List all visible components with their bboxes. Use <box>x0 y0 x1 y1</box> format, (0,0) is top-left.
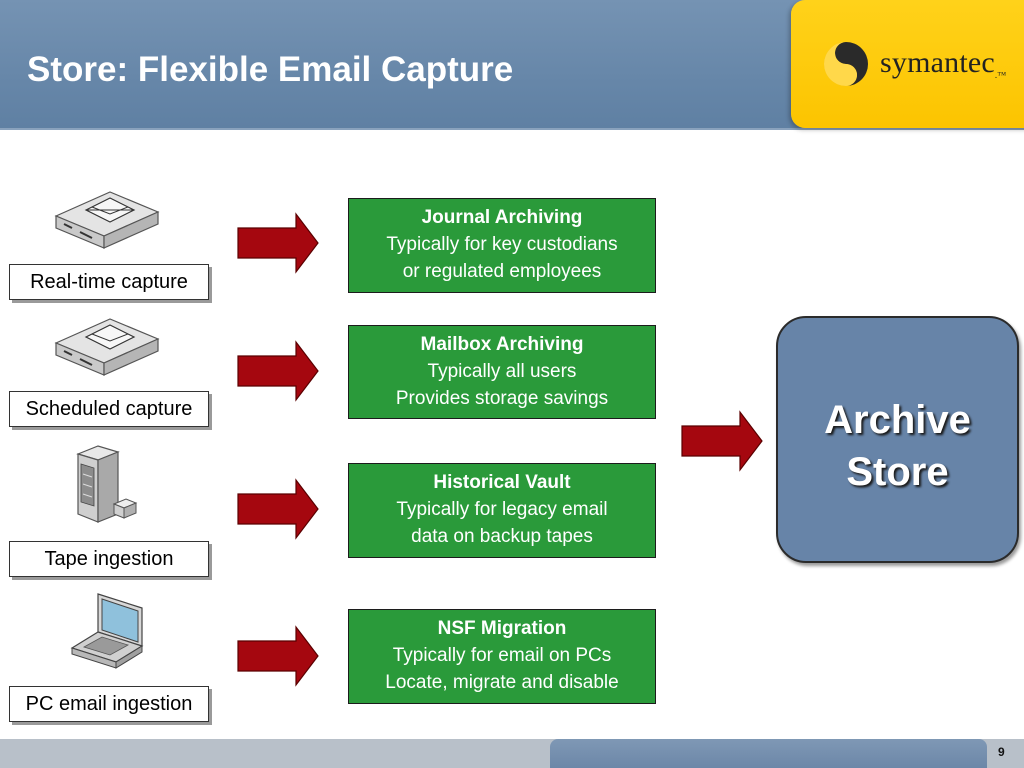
method-box-mailbox: Mailbox Archiving Typically all users Pr… <box>348 325 656 419</box>
method-box-historical: Historical Vault Typically for legacy em… <box>348 463 656 558</box>
flow-arrow <box>237 625 319 687</box>
method-title: Historical Vault <box>433 472 571 493</box>
archive-store-box: Archive Store <box>776 316 1019 563</box>
flow-arrow <box>237 212 319 274</box>
method-title: Journal Archiving <box>421 207 583 228</box>
symantec-logo-icon <box>824 42 868 86</box>
method-line: Typically for key custodians <box>386 234 618 255</box>
method-box-nsf: NSF Migration Typically for email on PCs… <box>348 609 656 704</box>
method-title: NSF Migration <box>437 618 567 639</box>
slide-title: Store: Flexible Email Capture <box>27 50 514 89</box>
email-server-icon <box>54 191 160 249</box>
method-line: Typically for legacy email <box>396 499 608 520</box>
source-label-real-time: Real-time capture <box>9 264 209 300</box>
method-box-journal: Journal Archiving Typically for key cust… <box>348 198 656 293</box>
method-title: Mailbox Archiving <box>420 334 584 355</box>
source-label-pc: PC email ingestion <box>9 686 209 722</box>
tape-server-icon <box>76 445 138 523</box>
flow-arrow-to-archive <box>681 410 763 472</box>
method-line: Provides storage savings <box>395 388 609 409</box>
source-label-tape: Tape ingestion <box>9 541 209 577</box>
flow-arrow <box>237 478 319 540</box>
method-line: Locate, migrate and disable <box>385 672 619 693</box>
method-line: data on backup tapes <box>411 526 593 547</box>
page-number: 9 <box>998 745 1005 759</box>
archive-store-line: Archive <box>824 398 971 442</box>
method-line: Typically for email on PCs <box>392 645 612 666</box>
laptop-icon <box>70 593 144 669</box>
method-line: Typically all users <box>427 361 577 382</box>
footer-tab <box>550 739 987 768</box>
archive-store-line: Store <box>846 450 949 494</box>
source-label-scheduled: Scheduled capture <box>9 391 209 427</box>
symantec-logo-text: symantec.™ <box>880 46 1007 80</box>
method-line: or regulated employees <box>402 261 602 282</box>
flow-arrow <box>237 340 319 402</box>
email-server-icon <box>54 318 160 376</box>
